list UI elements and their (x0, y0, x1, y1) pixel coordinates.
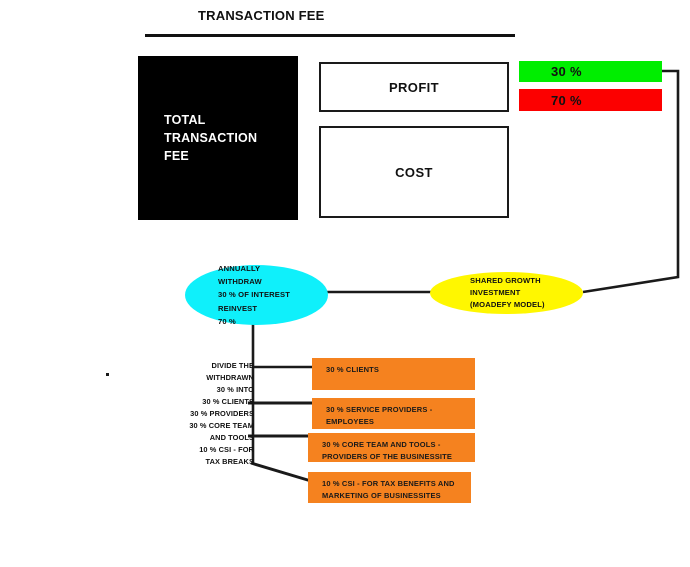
allocation-legend: DIVIDE THE WITHDRAWN 30 % INTO 30 % CLIE… (189, 361, 254, 466)
cost-label: COST (395, 164, 433, 180)
profit-label: PROFIT (388, 79, 440, 95)
allocation-box-csi: 10 % CSI - FOR TAX BENEFITS AND MARKETIN… (308, 472, 471, 503)
allocation-box-core-team: 30 % CORE TEAM AND TOOLS - PROVIDERS OF … (308, 433, 475, 462)
shared-growth-label: SHARED GROWTH INVESTMENT (MOADEFY MODEL) (470, 275, 545, 310)
withdraw-reinvest-ellipse: ANNUALLY WITHDRAW 30 % OF INTEREST REINV… (185, 264, 328, 326)
page-title: TRANSACTION FEE (198, 8, 325, 23)
connector-branch-csi (250, 461, 312, 483)
allocation-label-core-team: 30 % CORE TEAM AND TOOLS - PROVIDERS OF … (322, 440, 453, 462)
cost-share-label: 70 % (551, 92, 582, 108)
allocation-label-clients: 30 % CLIENTS (326, 365, 380, 374)
total-transaction-fee-label: TOTAL TRANSACTION FEE (164, 112, 258, 164)
shared-growth-ellipse: SHARED GROWTH INVESTMENT (MOADEFY MODEL) (430, 272, 583, 314)
title-underline (145, 34, 515, 37)
allocation-box-clients: 30 % CLIENTS (312, 358, 475, 390)
allocation-label-csi: 10 % CSI - FOR TAX BENEFITS AND MARKETIN… (322, 479, 455, 501)
profit-share-label: 30 % (551, 64, 582, 79)
withdraw-reinvest-label: ANNUALLY WITHDRAW 30 % OF INTEREST REINV… (218, 264, 291, 326)
total-transaction-fee-box: TOTAL TRANSACTION FEE (138, 56, 298, 220)
allocation-label-service-providers: 30 % SERVICE PROVIDERS - EMPLOYEES (326, 405, 433, 427)
allocation-box-service-providers: 30 % SERVICE PROVIDERS - EMPLOYEES (312, 398, 475, 429)
stray-dot-mark (106, 373, 109, 376)
profit-share-chip: 30 % (519, 61, 662, 82)
profit-box: PROFIT (319, 62, 509, 112)
cost-share-chip: 70 % (519, 89, 662, 111)
cost-box: COST (319, 126, 509, 218)
